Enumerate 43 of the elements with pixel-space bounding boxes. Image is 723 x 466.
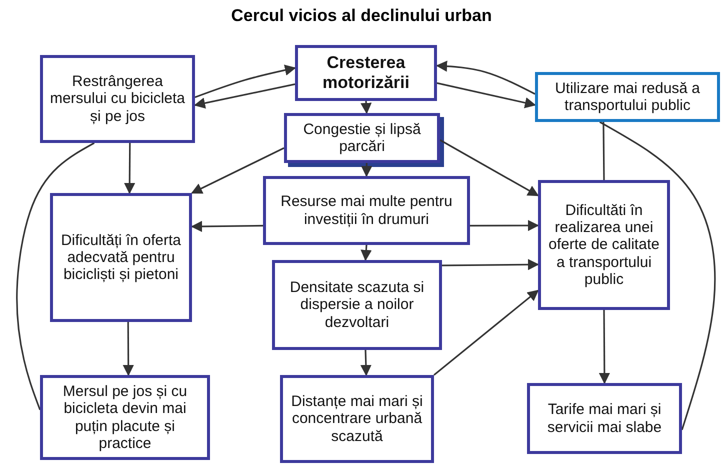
process-box [535, 72, 720, 122]
arrow [361, 162, 372, 178]
connector-line [602, 122, 605, 180]
arrow [122, 322, 134, 376]
arrow [360, 244, 372, 262]
process-box [527, 383, 682, 454]
arrow [436, 60, 536, 95]
process-box [263, 176, 470, 245]
box-text: Densitate scazuta si dispersie a noilor dezvoltari [288, 279, 426, 331]
process-box [295, 45, 437, 101]
connector-line [599, 121, 716, 430]
box-text: Dificultăți în oferta adecvată pentru bicicliști și pietoni [60, 232, 182, 284]
box-text: Dificultăti în realizarea unei oferte de calitate a transportului public [548, 202, 660, 288]
arrow [434, 290, 539, 376]
arrow [194, 64, 296, 98]
box-text: Tarife mai mari și servicii mai slabe [546, 401, 663, 436]
arrow [191, 147, 284, 194]
arrow [360, 350, 372, 376]
arrow [470, 220, 540, 232]
box-text: Utilizare mai redusă a transportului public [554, 80, 702, 114]
process-box [40, 55, 195, 143]
arrow [436, 82, 536, 108]
box-text: Restrângerea mersului cu bicicleta și pe jos [48, 73, 186, 125]
arrow [440, 139, 539, 196]
process-box [284, 113, 440, 163]
arrow [598, 310, 610, 384]
process-box [272, 260, 442, 350]
arrow [360, 100, 372, 114]
box-text: Resurse mai multe pentru investiții în drumuri [280, 193, 454, 228]
box-text: Distanțe mai mari și concentrare urbană scazută [290, 393, 424, 445]
arrow [442, 259, 540, 270]
process-box [40, 375, 210, 460]
arrow [194, 83, 296, 109]
box-text: Cresterea motorizării [322, 53, 410, 93]
box-text: Mersul pe jos și cu bicicleta devin mai puțin placute și practice [62, 383, 188, 452]
arrow [124, 143, 136, 194]
diagram-title: Cercul vicios al declinului urban [231, 6, 492, 26]
arrow [190, 220, 264, 232]
process-box [538, 180, 670, 310]
process-box [280, 375, 434, 463]
process-box [50, 193, 192, 322]
connector-line [16, 142, 95, 410]
box-text: Congestie și lipsă parcări [302, 120, 422, 156]
